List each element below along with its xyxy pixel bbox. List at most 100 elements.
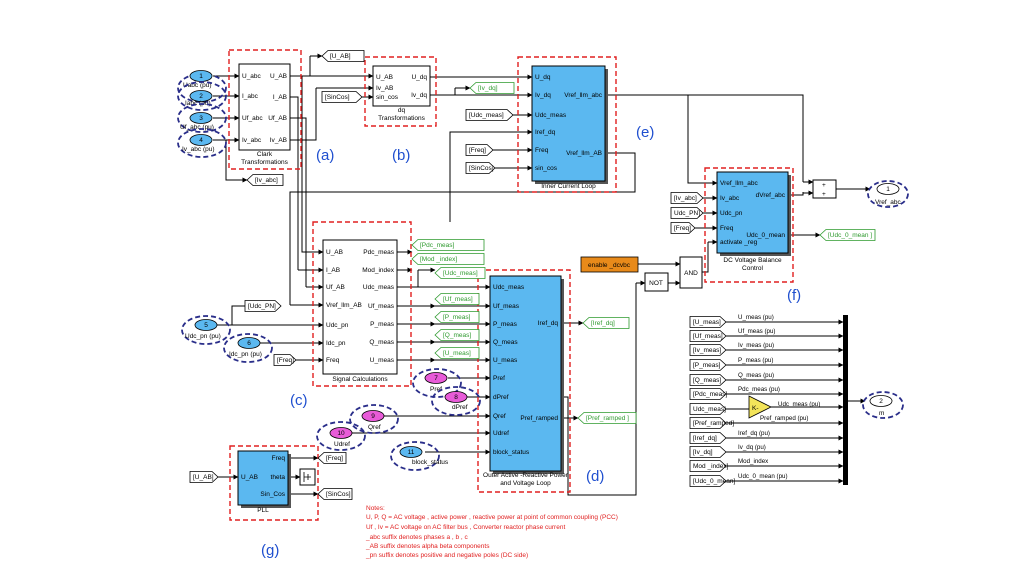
goto-iv-dq[interactable] bbox=[469, 82, 515, 94]
from-sincos-icl[interactable] bbox=[465, 162, 496, 174]
outport-2-highlight bbox=[862, 391, 904, 419]
inport-4[interactable] bbox=[189, 134, 213, 146]
gain-block[interactable] bbox=[748, 395, 772, 419]
sig-in-port-2: Uf_AB bbox=[326, 284, 345, 291]
goto-udc-meas[interactable] bbox=[434, 267, 486, 279]
inport-3[interactable] bbox=[189, 112, 213, 124]
icl-block[interactable] bbox=[531, 65, 606, 182]
goto-iref-dq[interactable] bbox=[582, 317, 630, 329]
from-freq-dcv[interactable] bbox=[670, 222, 696, 234]
mux-bus[interactable] bbox=[843, 315, 848, 485]
enable-dcvbc-constant[interactable] bbox=[580, 256, 639, 273]
inport-9[interactable] bbox=[361, 410, 385, 422]
bus-signal-list: U_meas (pu)Uf_meas (pu)Iv_meas (pu)P_mea… bbox=[738, 314, 820, 480]
outer-out-port-1: Pref_ramped bbox=[520, 415, 558, 422]
inport-11-highlight bbox=[390, 441, 440, 471]
outport-2[interactable] bbox=[869, 395, 893, 407]
from-sincos-dq[interactable] bbox=[321, 91, 363, 103]
sum-block[interactable] bbox=[812, 179, 837, 199]
goto-u-meas[interactable] bbox=[434, 347, 480, 359]
bus-from-1[interactable] bbox=[689, 330, 727, 342]
bus-from-3[interactable] bbox=[689, 359, 727, 371]
from-freq-dcv-label: [Freq] bbox=[674, 225, 691, 232]
bus-from-1-label: [Uf_meas] bbox=[693, 333, 723, 340]
sig-block[interactable] bbox=[322, 239, 398, 375]
note-line-3: _abc suffix denotes phases a , b , c bbox=[365, 534, 469, 541]
from-udc-meas-icl[interactable] bbox=[465, 109, 514, 121]
pll-block-title: PLL bbox=[257, 507, 269, 514]
section-label-d: (d) bbox=[586, 468, 604, 485]
goto-freq[interactable] bbox=[317, 452, 347, 464]
dq-block[interactable] bbox=[372, 65, 431, 107]
clark-block[interactable] bbox=[238, 63, 291, 151]
from-udc-pn-dcv[interactable] bbox=[670, 207, 704, 219]
inport-3-number: 3 bbox=[199, 115, 203, 122]
inport-5[interactable] bbox=[194, 319, 218, 331]
bus-from-10[interactable] bbox=[689, 460, 727, 472]
from-u-ab-pll[interactable] bbox=[189, 471, 219, 483]
inport-5-highlight bbox=[181, 315, 231, 345]
bus-from-7[interactable] bbox=[689, 417, 727, 429]
section-boxes bbox=[228, 49, 794, 521]
bus-signal-label-1: Uf_meas (pu) bbox=[738, 328, 775, 335]
from-udc-pn-sig[interactable] bbox=[244, 300, 282, 312]
from-iv-abc-dcv[interactable] bbox=[670, 192, 704, 204]
inport-2-highlight bbox=[177, 81, 227, 111]
bus-from-6[interactable] bbox=[689, 403, 727, 415]
goto-iv-abc[interactable] bbox=[246, 174, 284, 186]
clark-out-port-0: U_AB bbox=[270, 73, 287, 80]
sig-out-port-3: Uf_meas bbox=[368, 303, 395, 310]
goto-u-ab[interactable] bbox=[321, 50, 365, 62]
goto-p-meas[interactable] bbox=[434, 311, 480, 323]
dcv-in-port-0: Vref_llm_abc bbox=[720, 180, 758, 187]
outport-1[interactable] bbox=[876, 183, 900, 195]
bus-from-0[interactable] bbox=[689, 316, 727, 328]
goto-uf-meas-label: [Uf_meas] bbox=[443, 296, 473, 303]
inport-11[interactable] bbox=[399, 446, 423, 458]
bus-from-8[interactable] bbox=[689, 432, 727, 444]
goto-udc-0-mean[interactable] bbox=[819, 229, 876, 241]
bus-from-5-label: [Pdc_meas] bbox=[693, 391, 728, 398]
inport-10[interactable] bbox=[329, 427, 353, 439]
bus-from-10-label: Mod _index] bbox=[693, 463, 729, 470]
inport-8[interactable] bbox=[444, 391, 468, 403]
inport-4-number: 4 bbox=[199, 137, 203, 144]
inport-2[interactable] bbox=[189, 90, 213, 102]
goto-mod-index-label: [Mod _index] bbox=[420, 256, 457, 263]
from-freq-icl[interactable] bbox=[465, 144, 494, 156]
outer-in-port-6: dPref bbox=[493, 394, 509, 401]
outer-in-port-3: Q_meas bbox=[493, 339, 518, 346]
outer-block[interactable] bbox=[489, 275, 562, 472]
goto-q-meas-label: [Q_meas] bbox=[443, 332, 471, 339]
goto-q-meas[interactable] bbox=[434, 329, 480, 341]
pll-out-port-2: Sin_Cos bbox=[260, 491, 285, 498]
goto-mod-index[interactable] bbox=[411, 253, 485, 265]
bus-from-4[interactable] bbox=[689, 374, 727, 386]
section-label-e: (e) bbox=[636, 124, 654, 141]
bus-from-11[interactable] bbox=[689, 475, 727, 487]
and-block[interactable] bbox=[679, 256, 703, 289]
inport-6-label: Idc_pn (pu) bbox=[229, 351, 262, 358]
dcv-block[interactable] bbox=[716, 171, 789, 254]
inport-9-highlight bbox=[349, 404, 399, 434]
sig-block-title: Signal Calculations bbox=[332, 376, 388, 383]
bus-from-5[interactable] bbox=[689, 388, 727, 400]
inport-6[interactable] bbox=[237, 337, 261, 349]
goto-sincos[interactable] bbox=[317, 488, 353, 500]
goto-pdc-meas[interactable] bbox=[411, 239, 485, 251]
not-block[interactable] bbox=[644, 272, 669, 292]
dq-out-port-1: Iv_dq bbox=[411, 92, 427, 99]
goto-uf-meas[interactable] bbox=[434, 293, 480, 305]
from-freq-sig[interactable] bbox=[273, 354, 297, 366]
sig-in-port-6: Freq bbox=[326, 357, 340, 364]
wires bbox=[213, 53, 871, 497]
bus-from-9[interactable] bbox=[689, 446, 727, 458]
inport-7-label: Pref bbox=[430, 386, 442, 393]
inport-7[interactable] bbox=[424, 372, 448, 384]
goto-pref-ramped[interactable] bbox=[577, 412, 637, 424]
pll-block[interactable] bbox=[237, 450, 289, 506]
bus-from-3-label: [P_meas] bbox=[693, 362, 721, 369]
bus-from-2[interactable] bbox=[689, 344, 727, 356]
bus-from-0-label: [U_meas] bbox=[693, 319, 721, 326]
